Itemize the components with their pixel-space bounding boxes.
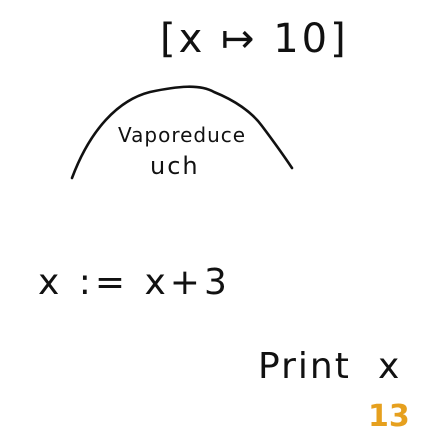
print-keyword: Print xyxy=(258,346,351,387)
print-argument: x xyxy=(378,346,399,387)
environment-label: [x ↦ 10] xyxy=(160,16,349,62)
assignment-statement: x := x+3 xyxy=(38,262,231,303)
closure-arc xyxy=(70,85,294,180)
closure-label-line2: uch xyxy=(150,152,200,180)
closure-label-line1: Vaporeduce xyxy=(118,123,246,147)
output-value: 13 xyxy=(368,399,410,434)
